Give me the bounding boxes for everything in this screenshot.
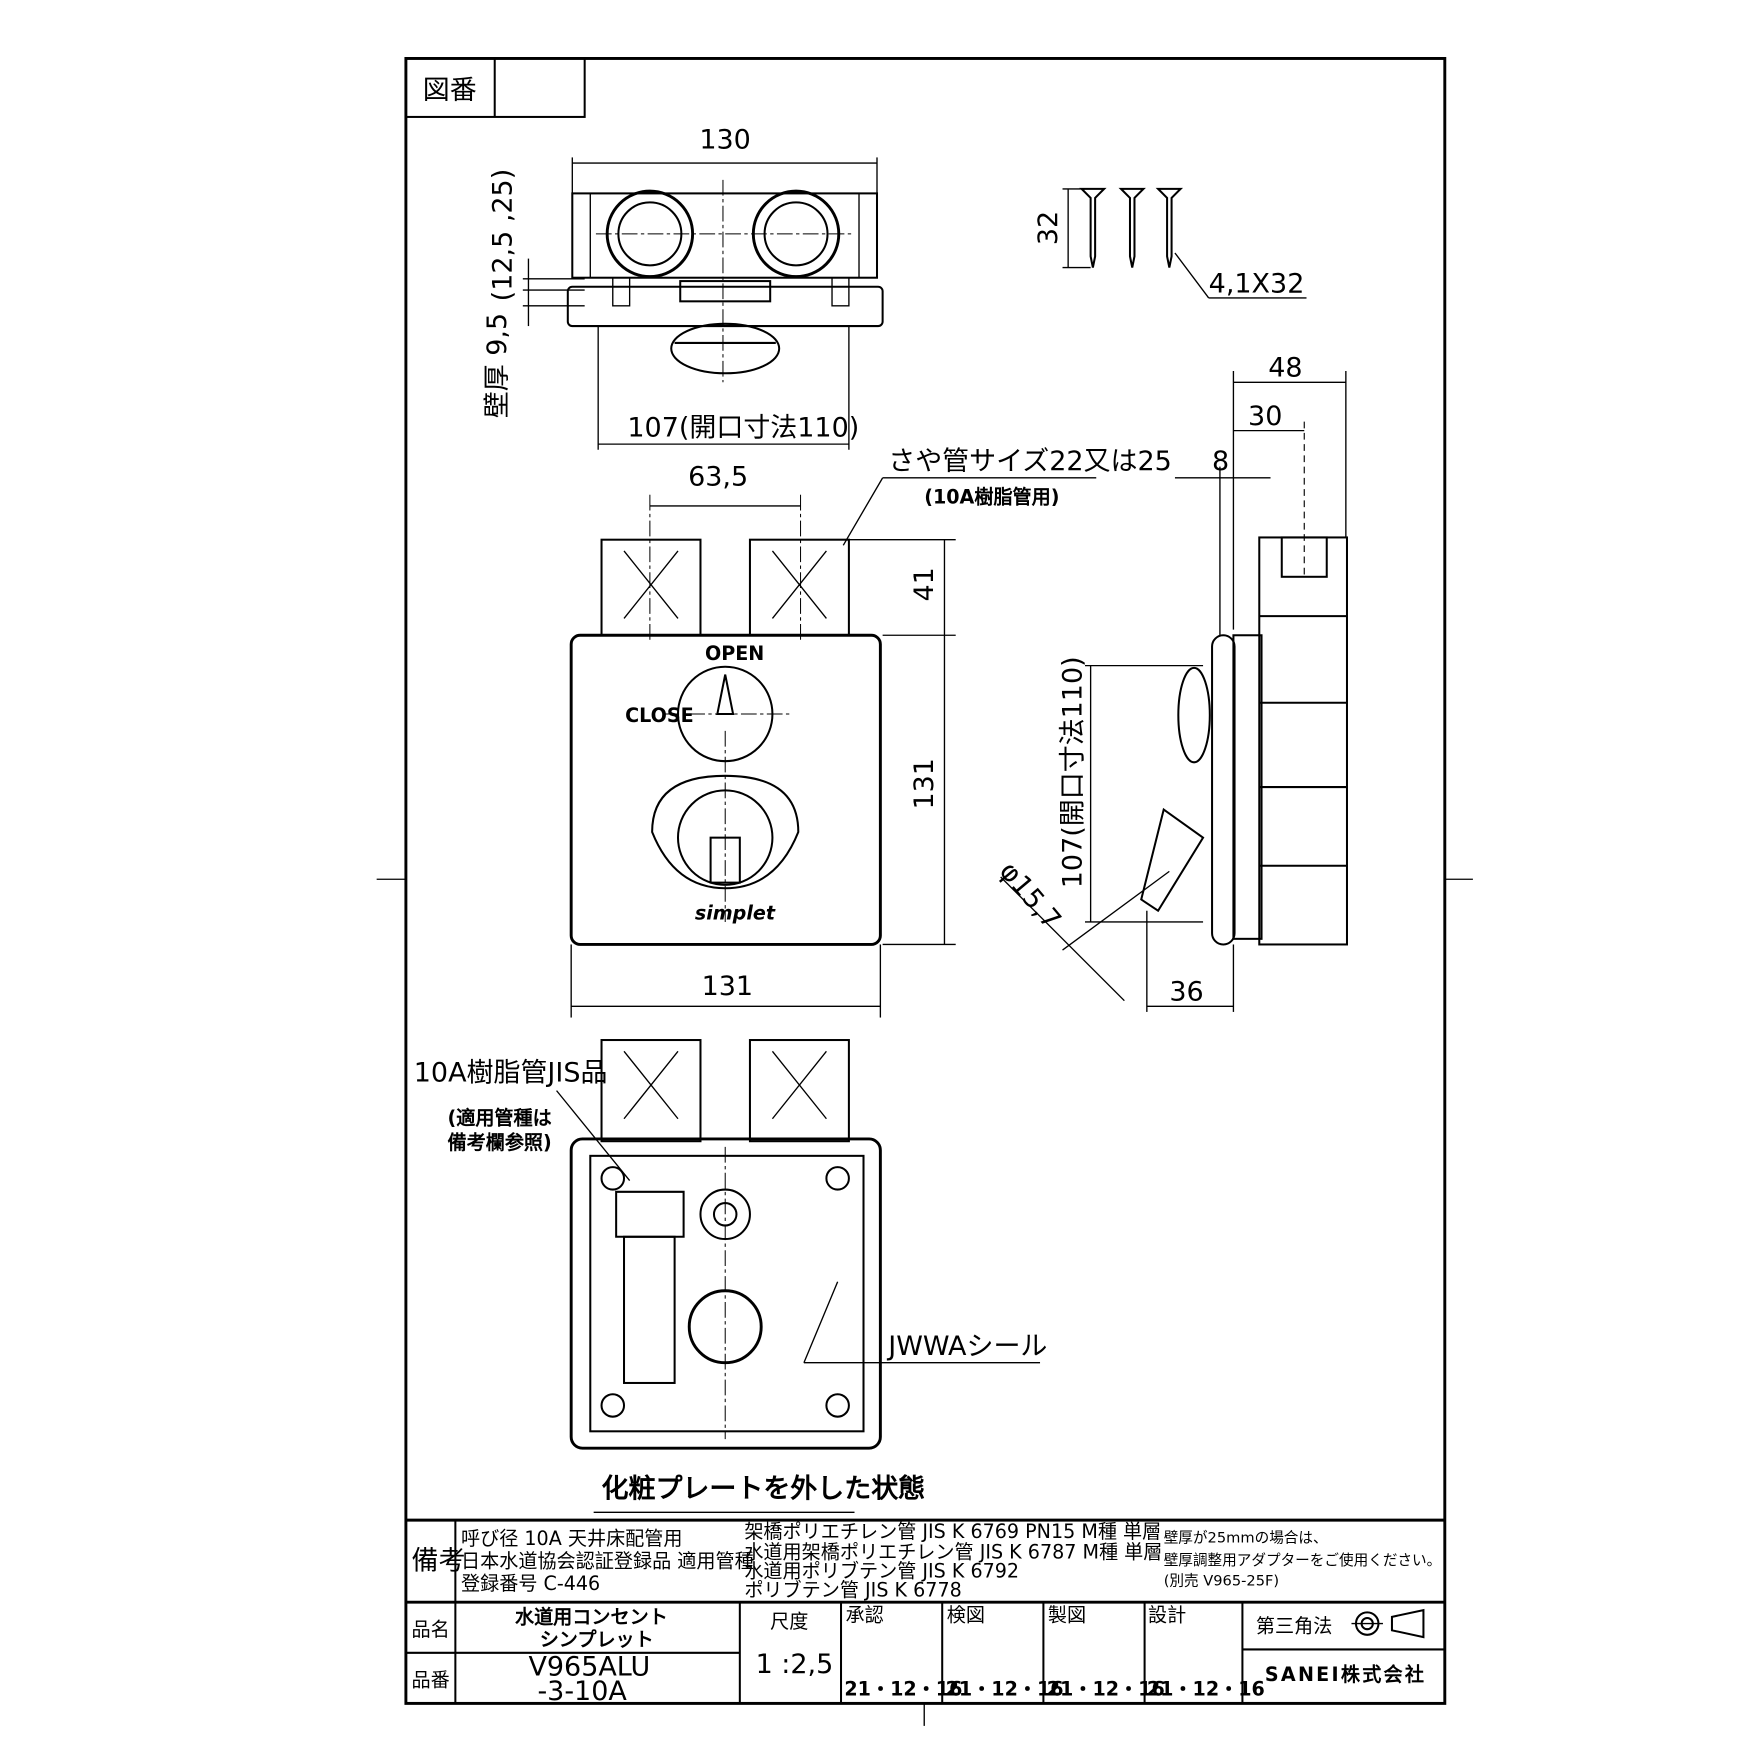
drafting-date: 21・12・16 <box>1047 1678 1165 1701</box>
hose-offset-dim: 36 <box>1169 977 1203 1008</box>
remark-text: 水道用架橋ポリエチレン管 JIS K 6787 M種 単層 <box>744 1540 1162 1563</box>
inner-pipe-note-2: (適用管種は <box>447 1106 551 1129</box>
top-width-dim: 130 <box>699 124 750 155</box>
part-number-label: 品番 <box>412 1669 450 1692</box>
third-angle-projection-icon <box>1351 1608 1425 1639</box>
screw-length-dim: 32 <box>1033 211 1064 245</box>
remark-text: 日本水道協会認証登録品 適用管種 <box>461 1549 754 1572</box>
projection-label: 第三角法 <box>1256 1615 1332 1638</box>
scale-label: 尺度 <box>770 1610 808 1633</box>
part-number-1: V965ALU <box>528 1651 650 1682</box>
scale-value: 1 :2,5 <box>756 1649 834 1680</box>
front-width-dim: 131 <box>702 971 753 1002</box>
wall-thickness-dim: 壁厚 9,5 <box>482 313 513 418</box>
sleeve-note-2: (10A樹脂管用) <box>924 486 1059 509</box>
product-name-2: シンプレット <box>540 1628 654 1651</box>
top-view: 130 107(開口寸法110) (12,5 ,25) 壁厚 9,5 <box>482 124 884 450</box>
drawing-border <box>404 57 1447 1705</box>
side-view: 48 30 8 107(開口寸法110) φ15,7 36 <box>993 353 1348 1012</box>
remark-text: 壁厚が25mmの場合は、 <box>1164 1530 1328 1547</box>
remark-text: (別売 V965-25F) <box>1164 1572 1279 1589</box>
remark-text: 登録番号 C-446 <box>461 1572 600 1595</box>
product-name-1: 水道用コンセント <box>515 1606 668 1629</box>
remarks-label: 備考 <box>412 1546 466 1577</box>
remark-text: 水道用ポリブテン管 JIS K 6792 <box>744 1559 1019 1582</box>
close-label: CLOSE <box>625 704 694 727</box>
inner-pipe-note: 10A樹脂管JIS品 <box>414 1058 608 1089</box>
inner-caption: 化粧プレートを外した状態 <box>602 1473 926 1505</box>
sleeve-note: さや管サイズ22又は25 <box>888 446 1172 477</box>
product-name-label: 品名 <box>412 1618 450 1641</box>
side-depth-total-dim: 48 <box>1268 353 1302 384</box>
open-label: OPEN <box>705 642 764 665</box>
check-date: 21・12・16 <box>946 1678 1064 1701</box>
wall-adjust-dim: (12,5 ,25) <box>488 169 519 302</box>
remark-text: 壁厚調整用アダプターをご使用ください。 <box>1164 1552 1442 1569</box>
side-depth-body-dim: 30 <box>1248 401 1282 432</box>
pipe-pitch-dim: 63,5 <box>688 462 748 493</box>
screw-spec: 4,1X32 <box>1209 268 1305 299</box>
design-label: 設計 <box>1148 1603 1186 1626</box>
part-number-2: -3-10A <box>537 1676 627 1707</box>
top-opening-dim: 107(開口寸法110) <box>627 412 859 443</box>
seal-label: JWWAシール <box>886 1331 1047 1362</box>
front-height-dim: 131 <box>909 758 940 809</box>
brand-label: simplet <box>695 902 776 925</box>
remark-text: ポリブテン管 JIS K 6778 <box>744 1579 961 1602</box>
remark-text: 架橋ポリエチレン管 JIS K 6769 PN15 M種 単層 <box>744 1520 1161 1543</box>
side-depth-plate-dim: 8 <box>1212 446 1229 477</box>
approval-date: 21・12・16 <box>844 1678 962 1701</box>
hose-diameter-dim: φ15,7 <box>993 856 1067 936</box>
side-opening-dim: 107(開口寸法110) <box>1058 656 1089 888</box>
front-view: 63,5 さや管サイズ22又は25 (10A樹脂管用) 41 131 131 O… <box>569 446 1172 1018</box>
drafting-label: 製図 <box>1048 1603 1086 1626</box>
company-name: SANEI株式会社 <box>1265 1663 1426 1686</box>
inner-pipe-note-3: 備考欄参照) <box>447 1131 551 1154</box>
drawing-number-box: 図番 <box>404 57 586 118</box>
remark-text: 呼び径 10A 天井床配管用 <box>461 1527 683 1550</box>
screws: 32 4,1X32 <box>1033 187 1307 299</box>
drawing-number-label: 図番 <box>423 75 477 106</box>
title-block: 備考 呼び径 10A 天井床配管用 日本水道協会認証登録品 適用管種 登録番号 … <box>405 1518 1445 1707</box>
pipe-length-dim: 41 <box>909 567 940 601</box>
design-date: 21・12・16 <box>1147 1678 1265 1701</box>
inner-view: 10A樹脂管JIS品 (適用管種は 備考欄参照) JWWAシール 化粧プレートを… <box>414 1039 1047 1513</box>
check-label: 検図 <box>947 1603 985 1626</box>
approval-label: 承認 <box>846 1603 884 1626</box>
